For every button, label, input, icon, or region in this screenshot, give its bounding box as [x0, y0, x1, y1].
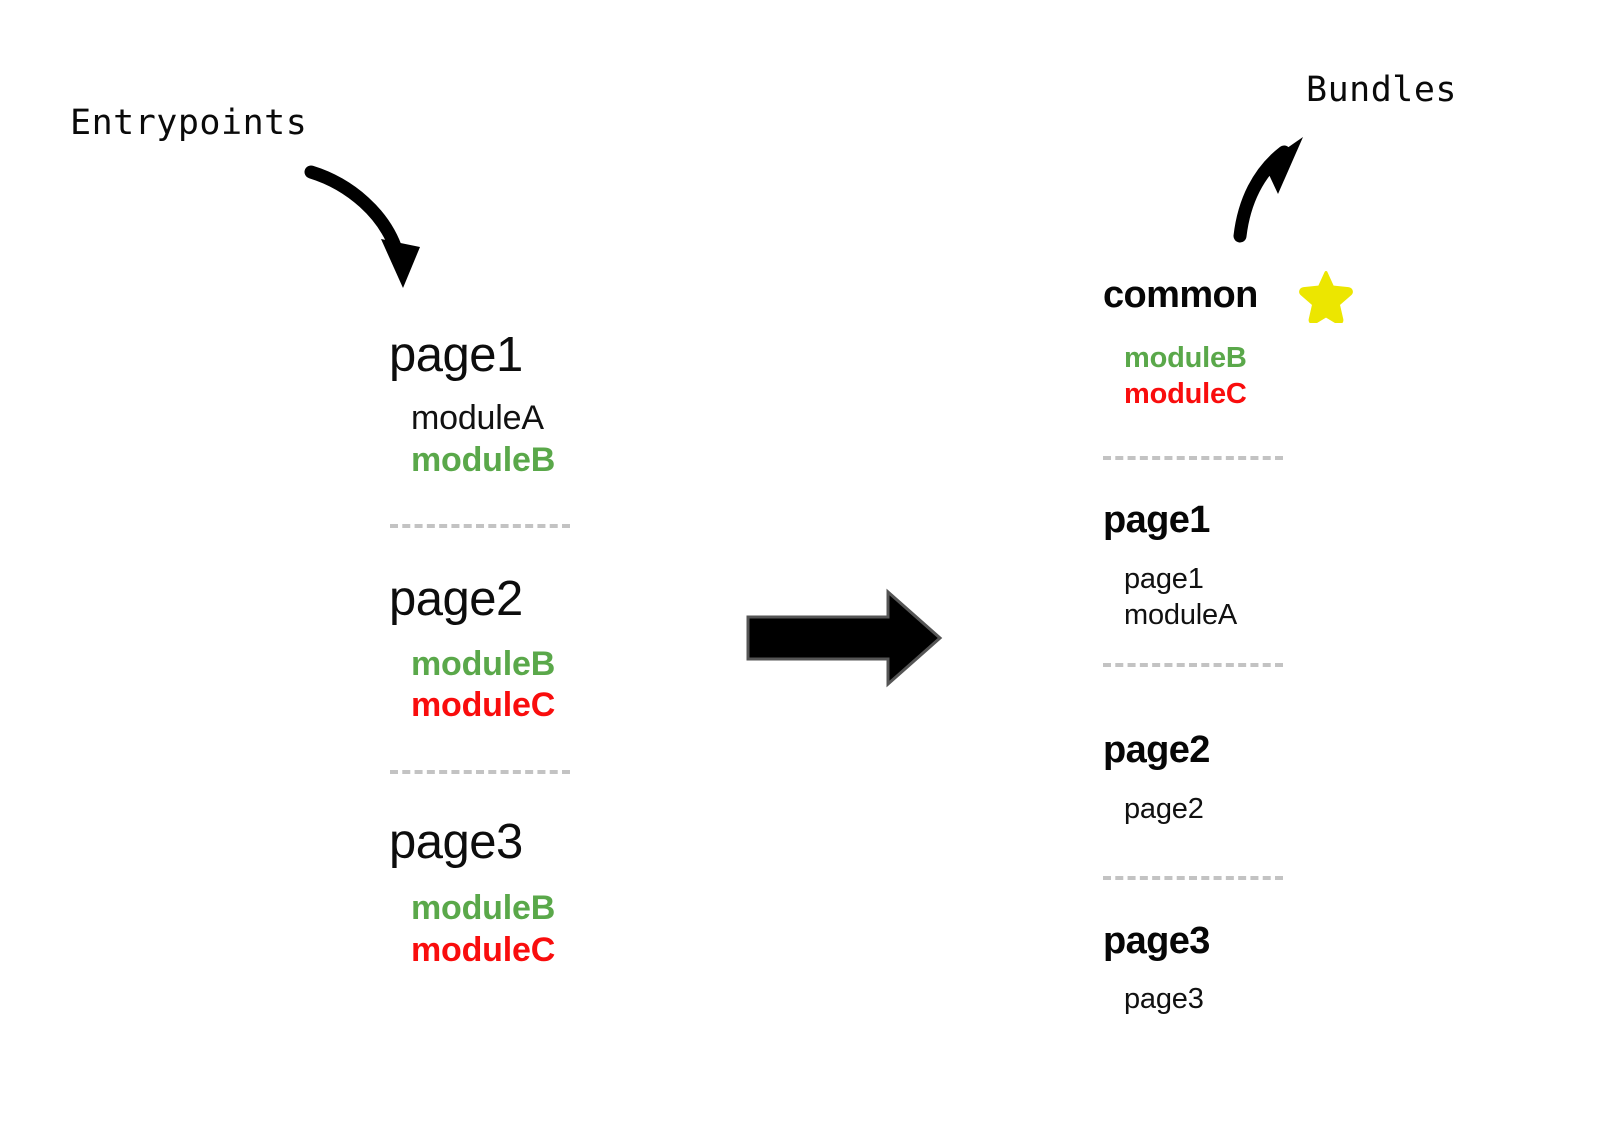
entrypoint-separator	[390, 524, 570, 528]
entrypoint-item: moduleA	[411, 399, 544, 437]
star-icon	[1299, 269, 1353, 325]
bundle-item: page3	[1124, 983, 1204, 1015]
bundle-item: moduleA	[1124, 599, 1238, 631]
bundle-item: moduleC	[1124, 378, 1247, 410]
bundle-separator	[1103, 456, 1283, 460]
entrypoints-title: Entrypoints	[70, 103, 308, 143]
entrypoint-item: moduleC	[411, 931, 556, 969]
entrypoint-item: moduleB	[411, 645, 556, 683]
entrypoint-item: moduleC	[411, 686, 556, 724]
entrypoint-group-header-page1: page1	[389, 328, 523, 382]
entrypoint-item: moduleB	[411, 889, 556, 927]
bundle-group-header-page1: page1	[1103, 499, 1210, 541]
bundle-group-header-page3: page3	[1103, 920, 1210, 962]
bundle-separator	[1103, 663, 1283, 667]
entrypoint-separator	[390, 770, 570, 774]
entrypoint-group-header-page3: page3	[389, 815, 523, 869]
bundle-group-header-common: common	[1103, 274, 1258, 316]
bundle-group-header-page2: page2	[1103, 729, 1210, 771]
bundle-item: page1	[1124, 563, 1204, 595]
entrypoint-item: moduleB	[411, 441, 556, 479]
bundles-curved-arrow	[1233, 137, 1303, 243]
bundle-item: page2	[1124, 793, 1204, 825]
transform-arrow	[746, 588, 943, 688]
bundle-item: moduleB	[1124, 342, 1247, 374]
bundle-separator	[1103, 876, 1283, 880]
entrypoint-group-header-page2: page2	[389, 572, 523, 626]
bundles-title: Bundles	[1306, 70, 1458, 110]
entrypoints-curved-arrow	[304, 165, 420, 288]
